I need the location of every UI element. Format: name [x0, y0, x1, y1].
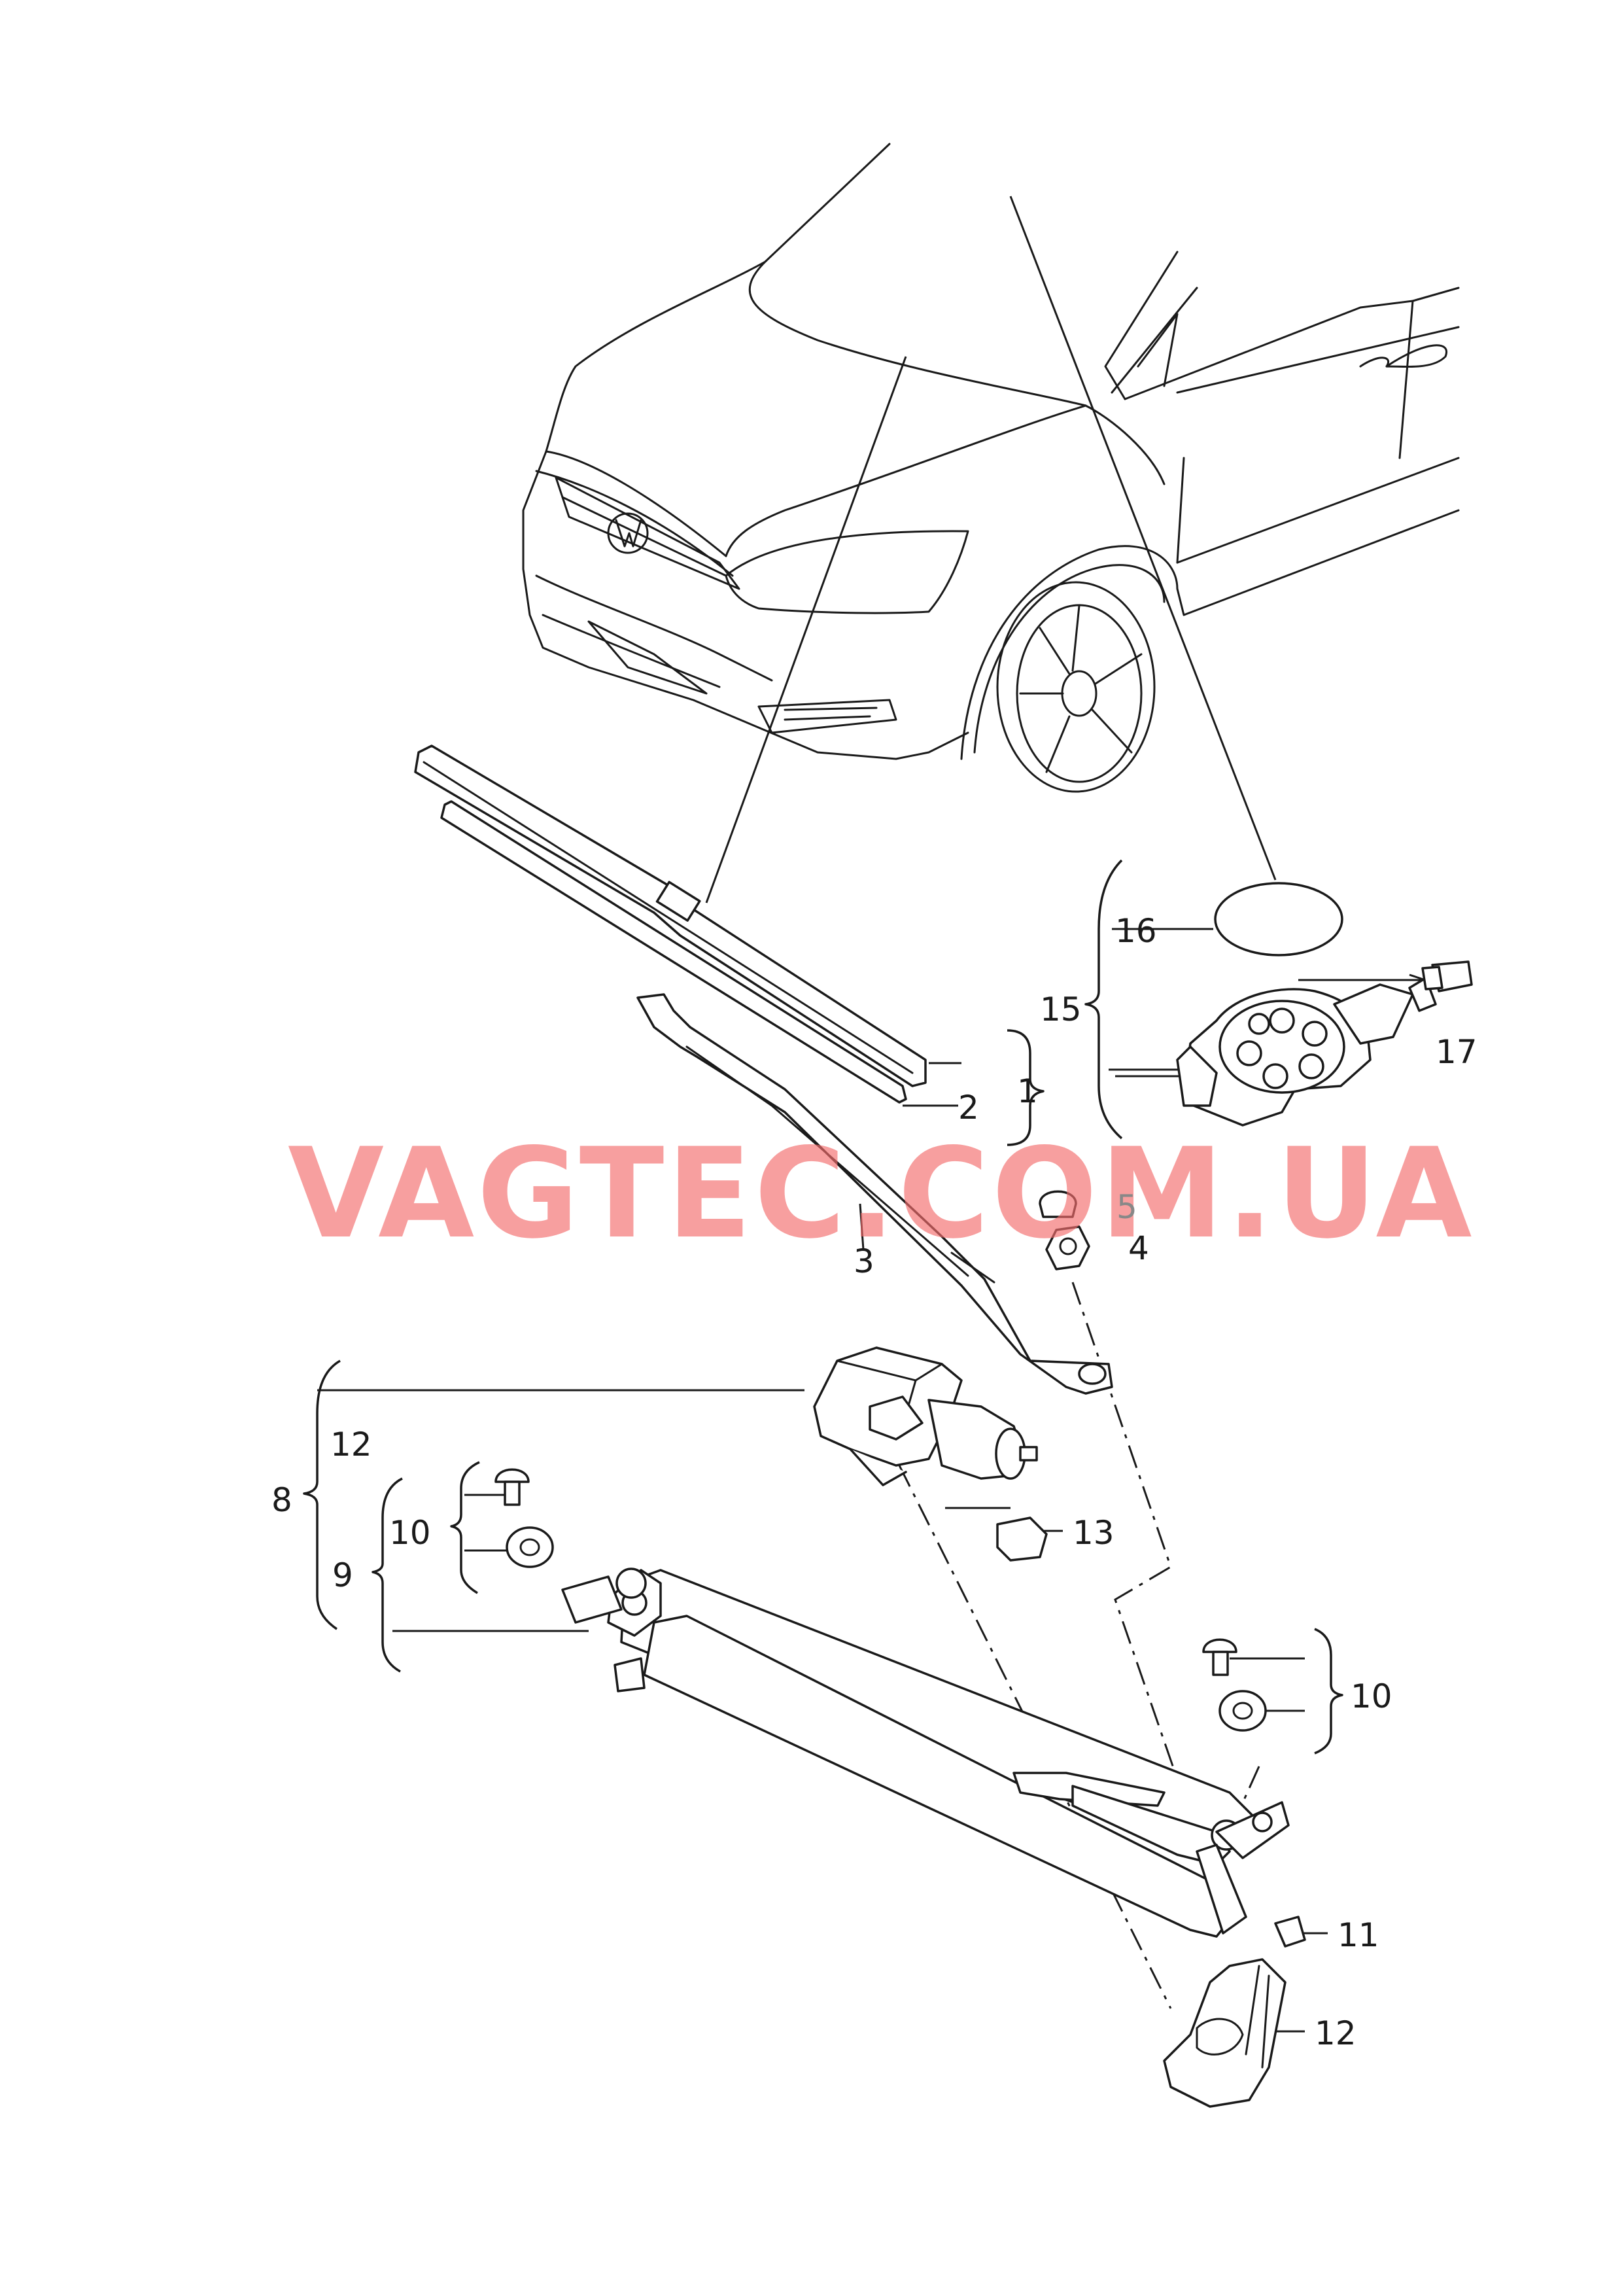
callout-12-motor: 12	[330, 1426, 372, 1463]
wiper-linkage	[561, 1568, 1290, 1938]
callout-10-right: 10	[1351, 1677, 1392, 1715]
nut-and-cap	[1039, 1190, 1090, 1270]
callout-13: 13	[1073, 1514, 1114, 1552]
callout-8: 8	[271, 1481, 292, 1519]
wiper-motor	[813, 1346, 1048, 1562]
watermark: VAGTEC.COM.UA	[288, 1121, 1475, 1266]
screws-and-grommets	[494, 1468, 1267, 1732]
rain-sensor	[1176, 882, 1473, 1127]
group-braces	[303, 859, 1343, 1755]
leader-lines	[317, 196, 1449, 2033]
callout-labels: 1 2 3 4 5 8 9 10 10 11 12 12 13 15 16 17	[271, 912, 1477, 2052]
callout-10-left: 10	[389, 1514, 431, 1552]
mounting-bracket	[1163, 1916, 1306, 2108]
callout-3: 3	[854, 1242, 874, 1280]
callout-12-bracket: 12	[1315, 2014, 1356, 2052]
callout-1: 1	[1017, 1072, 1038, 1110]
callout-15: 15	[1040, 990, 1082, 1028]
callout-11: 11	[1338, 1916, 1379, 1954]
wiper-arm	[636, 993, 1113, 1395]
wiper-blade	[414, 745, 927, 1104]
car-front-illustration	[522, 143, 1460, 793]
callout-9: 9	[332, 1556, 353, 1594]
callout-17: 17	[1436, 1033, 1477, 1071]
callout-2: 2	[958, 1089, 979, 1127]
callout-5: 5	[1116, 1188, 1137, 1226]
callout-4: 4	[1128, 1229, 1149, 1267]
callout-16: 16	[1115, 912, 1157, 950]
